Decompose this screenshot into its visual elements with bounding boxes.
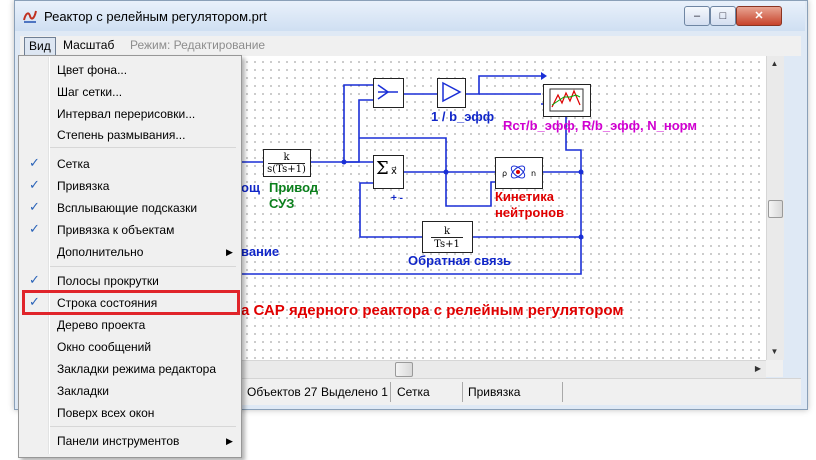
- menu-item-advanced[interactable]: Дополнительно: [57, 245, 144, 259]
- check-icon: ✓: [29, 199, 40, 214]
- window-title: Реактор с релейным регулятором.prt: [44, 9, 267, 24]
- gain-triangle-icon: [442, 81, 462, 103]
- atom-icon: ρ n: [502, 165, 536, 179]
- mux-icon: [377, 84, 398, 100]
- horizontal-scroll-thumb[interactable]: [395, 362, 413, 377]
- menu-separator: [50, 426, 236, 427]
- menu-bar: [20, 36, 801, 56]
- check-icon: ✓: [29, 177, 40, 192]
- scroll-down-icon[interactable]: ▼: [770, 347, 779, 356]
- vertical-scroll-thumb[interactable]: [768, 200, 783, 218]
- kinetics-label-1: Кинетика: [495, 189, 554, 204]
- plot-legend-label: Rст/b_эфф, R/b_эфф, N_норм: [503, 118, 698, 133]
- menu-item-background-color[interactable]: Цвет фона...: [57, 63, 128, 77]
- highlight-annotation-box: [22, 290, 240, 315]
- title-bar[interactable]: [15, 1, 805, 31]
- menu-view[interactable]: Вид: [24, 37, 56, 56]
- status-snap: Привязка: [468, 385, 521, 399]
- check-icon: ✓: [29, 294, 40, 309]
- svg-text:n: n: [531, 169, 536, 178]
- diagram-caption: а САР ядерного реактора с релейным регул…: [241, 302, 624, 319]
- svg-text:ρ: ρ: [502, 169, 507, 178]
- sum-block[interactable]: Σ x⃗: [373, 155, 404, 189]
- menu-item-project-tree[interactable]: Дерево проекта: [57, 318, 146, 332]
- kinetics-label-2: нейтронов: [495, 205, 565, 220]
- horizontal-scrollbar[interactable]: [241, 360, 766, 378]
- scroll-corner: [766, 360, 783, 377]
- mux-block[interactable]: [373, 78, 404, 108]
- menu-scale[interactable]: Масштаб: [63, 38, 115, 52]
- minimize-button[interactable]: –: [684, 6, 710, 26]
- menu-item-always-on-top[interactable]: Поверх всех окон: [57, 406, 155, 420]
- status-divider: [390, 382, 391, 402]
- integrator-numerator: k: [283, 152, 290, 163]
- scroll-right-icon[interactable]: ▶: [754, 364, 762, 373]
- menu-item-tooltips[interactable]: Всплывающие подсказки: [57, 201, 198, 215]
- sum-symbol: Σ: [376, 158, 389, 179]
- sum-signs: + -: [391, 193, 403, 204]
- menu-item-bookmarks[interactable]: Закладки: [57, 384, 109, 398]
- left-partial-label: вание: [241, 244, 280, 259]
- drive-partial-label: ощ: [241, 180, 260, 195]
- status-selected: Выделено 1: [321, 385, 388, 399]
- sum-output: x⃗: [391, 166, 397, 177]
- integrator-denominator: s(Ts+1): [267, 164, 306, 175]
- menu-item-editor-bookmarks[interactable]: Закладки режима редактора: [57, 362, 216, 376]
- feedback-numerator: k: [443, 226, 451, 237]
- feedback-denominator: Ts+1: [434, 239, 460, 250]
- app-logo-icon: [23, 10, 37, 23]
- menu-item-grid[interactable]: Сетка: [57, 157, 90, 171]
- feedback-block[interactable]: k Ts+1: [422, 221, 473, 253]
- menu-separator: [50, 266, 236, 267]
- status-divider: [562, 382, 563, 402]
- menu-item-snap[interactable]: Привязка: [57, 179, 110, 193]
- close-button[interactable]: ✕: [736, 6, 782, 26]
- drive-label-2: СУЗ: [269, 196, 295, 211]
- feedback-label: Обратная связь: [408, 253, 512, 268]
- status-divider: [462, 382, 463, 402]
- plot-block[interactable]: [543, 84, 591, 117]
- gain-label: 1 / b_эфф: [431, 109, 495, 124]
- mode-indicator: Режим: Редактирование: [130, 38, 266, 52]
- fraction-line: [431, 237, 463, 238]
- check-icon: ✓: [29, 272, 40, 287]
- view-menu-dropdown: [18, 55, 242, 458]
- diagram-canvas[interactable]: k s(Ts+1) 1 / b_эфф Rст/b_эфф, R/b_эфф, …: [241, 56, 766, 360]
- menu-gutter: [48, 57, 50, 454]
- fraction-line: [268, 163, 305, 164]
- status-bar: [241, 378, 801, 405]
- graph-icon: [549, 88, 584, 112]
- submenu-arrow-icon: ▶: [226, 247, 233, 257]
- scroll-up-icon[interactable]: ▲: [770, 59, 779, 68]
- status-objects: Объектов 27: [247, 385, 318, 399]
- status-grid: Сетка: [397, 385, 430, 399]
- drive-label-1: Привод: [269, 180, 319, 195]
- check-icon: ✓: [29, 155, 40, 170]
- menu-item-message-window[interactable]: Окно сообщений: [57, 340, 152, 354]
- menu-item-blur-level[interactable]: Степень размывания...: [57, 128, 186, 142]
- diagram-wires: [241, 72, 584, 275]
- submenu-arrow-icon: ▶: [226, 436, 233, 446]
- menu-item-status-bar[interactable]: Строка состояния: [57, 296, 158, 310]
- menu-item-scrollbars[interactable]: Полосы прокрутки: [57, 274, 159, 288]
- gain-block[interactable]: [437, 78, 466, 108]
- maximize-button[interactable]: □: [710, 6, 736, 26]
- menu-separator: [50, 147, 236, 148]
- integrator-block[interactable]: k s(Ts+1): [263, 149, 311, 177]
- menu-item-toolbars[interactable]: Панели инструментов: [57, 434, 180, 448]
- check-icon: ✓: [29, 221, 40, 236]
- menu-item-redraw-interval[interactable]: Интервал перерисовки...: [57, 107, 196, 121]
- menu-item-snap-to-objects[interactable]: Привязка к объектам: [57, 223, 175, 237]
- kinetics-block[interactable]: ρ n: [495, 157, 543, 189]
- menu-item-grid-step[interactable]: Шаг сетки...: [57, 85, 123, 99]
